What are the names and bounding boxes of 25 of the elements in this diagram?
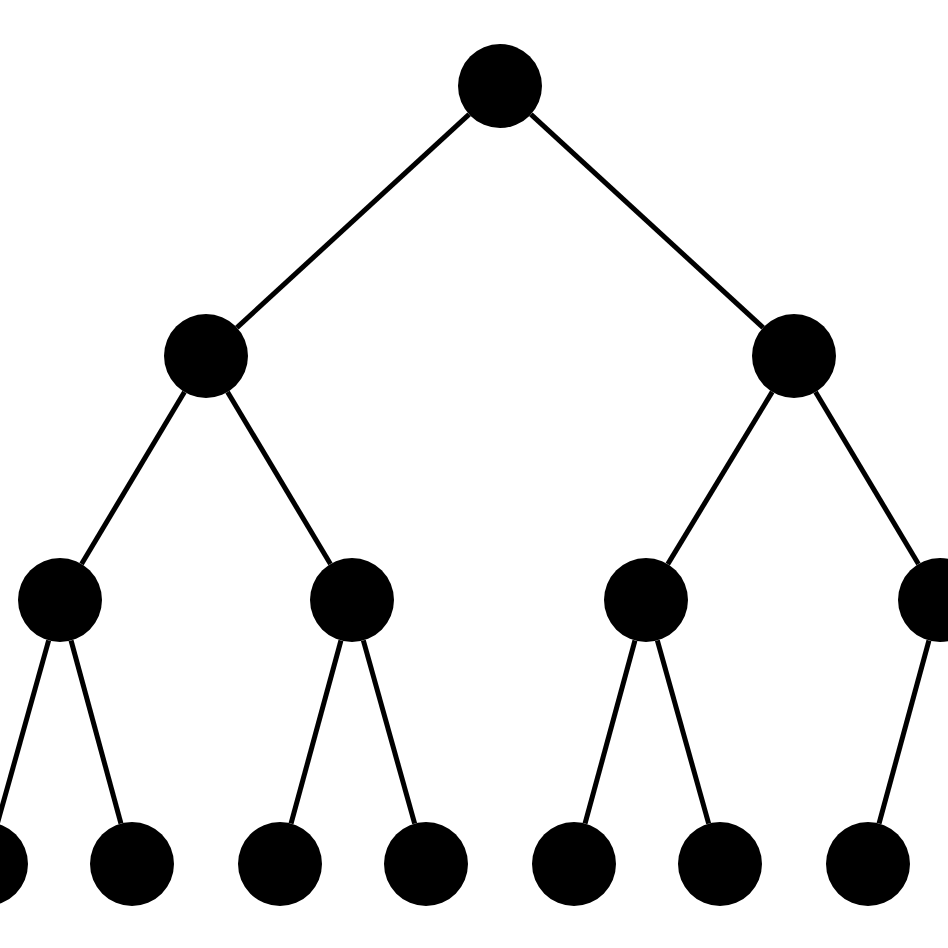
circle-node	[678, 822, 762, 906]
circle-node	[310, 558, 394, 642]
circle-node	[238, 822, 322, 906]
circle-node	[18, 558, 102, 642]
connector-line	[79, 390, 187, 566]
circle-node	[384, 822, 468, 906]
circle-node	[458, 44, 542, 128]
connector-line	[360, 639, 418, 825]
circle-node	[532, 822, 616, 906]
connector-line	[665, 390, 775, 566]
connector-line	[68, 639, 124, 825]
connector-line	[529, 112, 765, 330]
connector-line	[235, 112, 471, 330]
connector-line	[654, 639, 712, 825]
circle-node	[826, 822, 910, 906]
circle-node	[164, 314, 248, 398]
connector-line	[876, 639, 932, 825]
connector-line	[813, 390, 921, 566]
connector-line	[225, 390, 333, 566]
circle-node	[90, 822, 174, 906]
connector-line	[0, 639, 52, 825]
circle-node	[752, 314, 836, 398]
circle-node	[604, 558, 688, 642]
connector-line	[288, 639, 344, 825]
connector-line	[582, 639, 638, 825]
